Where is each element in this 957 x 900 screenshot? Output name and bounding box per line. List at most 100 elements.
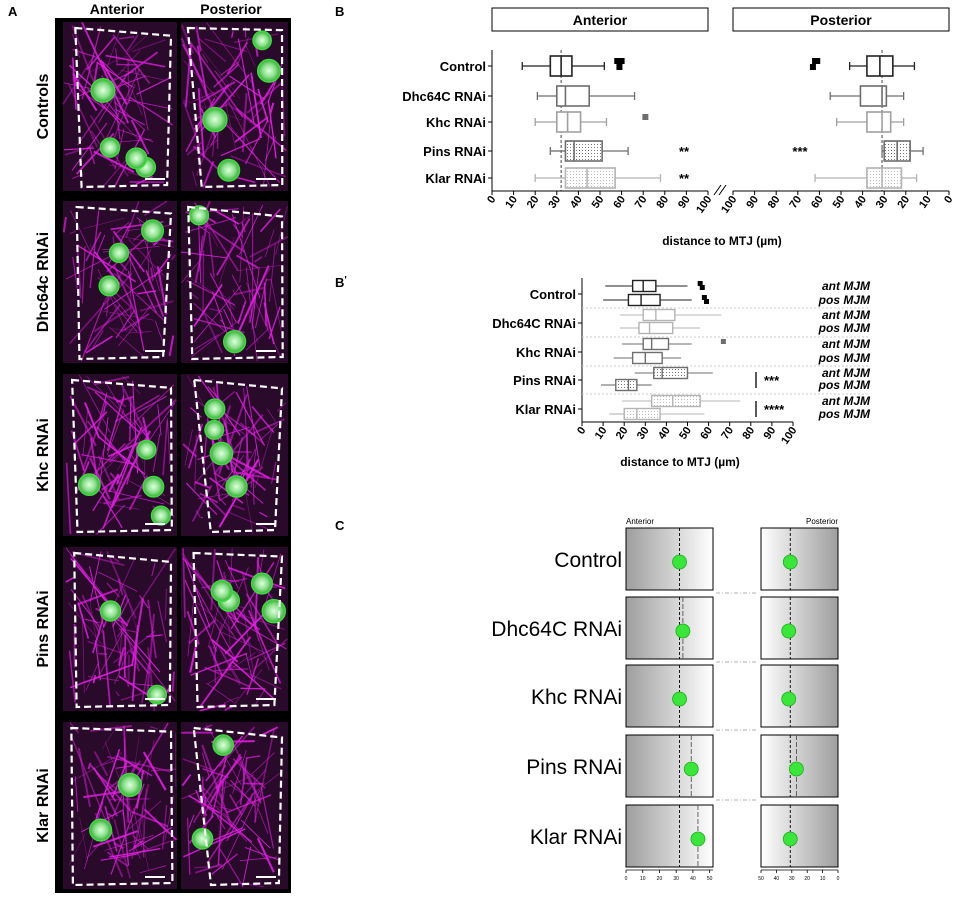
b-x-tick-label: 10 (503, 194, 520, 211)
bprime-box (650, 394, 701, 408)
b-anterior-box (564, 167, 616, 189)
bprime-x-tick-label: 90 (762, 425, 779, 442)
c-x-tick-label: 20 (657, 876, 663, 882)
micrograph-background (181, 722, 288, 889)
b-x-tick-label: 90 (744, 194, 761, 211)
b-anterior-box (555, 111, 582, 133)
b-posterior-box (866, 167, 903, 189)
bprime-outlier (701, 295, 707, 300)
bprime-box (615, 378, 638, 392)
nucleus (252, 30, 272, 51)
bprime-box (642, 308, 676, 322)
b-x-tick-label: 20 (895, 194, 912, 211)
bprime-sublabel: ant MJM (822, 337, 871, 351)
b-anterior-box (564, 140, 603, 162)
nucleus (99, 137, 121, 158)
muscle-fibers (62, 22, 174, 188)
nucleus (204, 398, 226, 420)
header-box-anterior (491, 7, 709, 32)
c-posterior-dot (782, 831, 798, 847)
row-label: Controls (35, 74, 52, 140)
c-row-label: Klar RNAi (530, 826, 622, 849)
nucleus (98, 275, 120, 297)
c-row-label: Control (554, 549, 622, 572)
b-posterior-outlier (809, 64, 816, 70)
b-anterior-outlier (618, 58, 625, 64)
bprime-box (627, 293, 661, 307)
nucleus (222, 330, 247, 354)
bprime-xlabel: distance to MTJ (µm) (620, 455, 740, 469)
b-x-tick-label: 60 (611, 194, 628, 211)
bprime-sublabel: pos MJM (818, 293, 871, 307)
b-anterior-outlier (616, 64, 623, 70)
c-anterior-panel (625, 527, 714, 591)
bprime-sublabel: pos MJM (818, 378, 871, 392)
b-x-tick-label: 60 (809, 194, 826, 211)
c-anterior-dot (675, 623, 691, 639)
nucleus (117, 772, 143, 798)
b-x-tick-label: 80 (766, 194, 783, 211)
header-anterior: Anterior (573, 12, 628, 28)
c-anterior-dot (683, 761, 699, 777)
b-axis-break (713, 184, 722, 196)
bprime-x-tick-label: 50 (677, 425, 694, 442)
bprime-x-tick-label: 0 (575, 425, 588, 437)
b-anterior-outlier (614, 58, 621, 64)
bprime-row-label: Dhc64C RNAi (492, 316, 576, 331)
c-x-tick-label: 30 (789, 876, 795, 882)
bprime-box (642, 337, 670, 351)
b-x-tick-label: 0 (485, 194, 498, 206)
bprime-outlier (697, 281, 703, 286)
nucleus (99, 600, 122, 622)
bprime-sublabel: pos MJM (818, 407, 871, 421)
c-row-label: Pins RNAi (526, 756, 622, 779)
c-anterior-dot (672, 554, 687, 570)
b-x-tick-label: 10 (917, 194, 934, 211)
bprime-x-tick-label: 40 (656, 425, 673, 442)
nucleus (225, 475, 248, 498)
bprime-sublabel: ant MJM (822, 394, 871, 408)
b-posterior-outlier (814, 58, 821, 64)
c-posterior-panel (760, 596, 839, 660)
c-anterior-panel (625, 664, 714, 728)
c-posterior-panel (760, 664, 839, 728)
bprime-sublabel: ant MJM (822, 308, 871, 322)
nucleus (142, 475, 165, 498)
c-row-label: Dhc64C RNAi (491, 618, 622, 641)
nucleus (209, 441, 234, 466)
b-row-label: Control (440, 59, 486, 74)
b-row-label: Khc RNAi (426, 115, 486, 130)
b-x-tick-label: 40 (568, 194, 585, 211)
c-x-tick-label: 10 (640, 876, 646, 882)
bprime-sublabel: pos MJM (818, 351, 871, 365)
b-x-tick-label: 0 (942, 194, 955, 206)
c-posterior-panel (760, 804, 839, 868)
c-x-tick-label: 40 (774, 876, 780, 882)
nucleus (212, 734, 235, 756)
micrograph-background (63, 722, 177, 889)
nucleus (188, 205, 210, 226)
panel-a-label: A (8, 4, 18, 19)
b-axis-break (718, 184, 727, 196)
b-posterior-box (866, 111, 892, 133)
c-x-tick-label: 0 (837, 876, 840, 882)
bprime-outlier (720, 339, 726, 344)
b-x-tick-label: 70 (633, 194, 650, 211)
nucleus (210, 579, 233, 603)
c-row-label: Khc RNAi (531, 686, 622, 709)
c-x-tick-label: 0 (625, 876, 628, 882)
bprime-x-tick-label: 80 (740, 425, 757, 442)
b-x-tick-label: 50 (590, 194, 607, 211)
header-posterior: Posterior (810, 12, 872, 28)
nucleus (204, 419, 225, 440)
bprime-row-label: Control (530, 287, 576, 302)
micrograph-background (181, 547, 288, 711)
nucleus (191, 827, 214, 850)
b-x-tick-label: 80 (654, 194, 671, 211)
nucleus (261, 598, 287, 624)
row-label: Klar RNAi (35, 768, 52, 843)
bprime-significance: **** (764, 402, 785, 417)
b-x-tick-label: 100 (719, 194, 739, 216)
bprime-outlier (699, 285, 705, 290)
